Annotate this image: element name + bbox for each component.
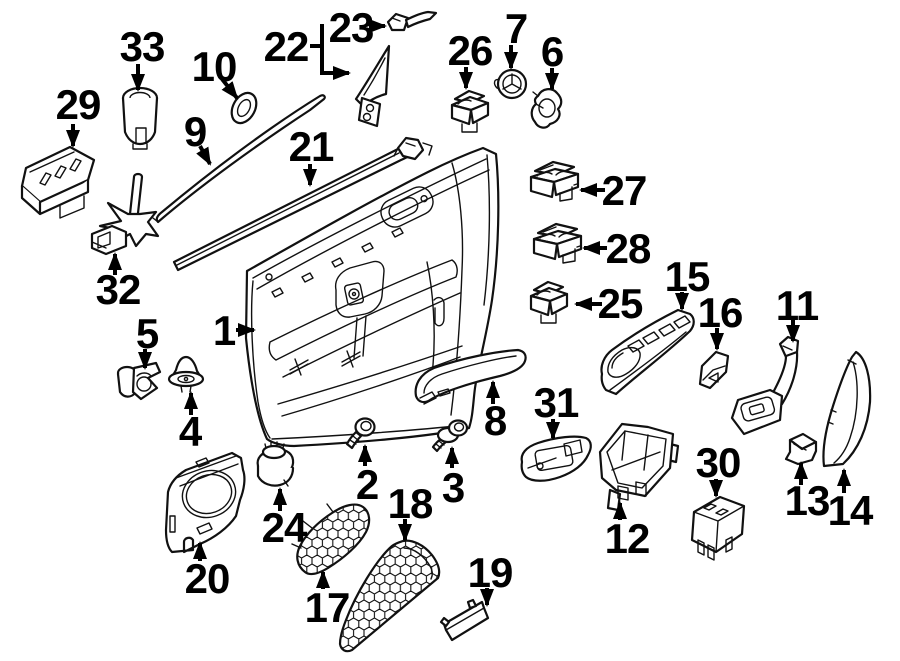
- part-label-16: 16: [698, 289, 743, 336]
- part-24-mirror-adjust-switch: [256, 441, 295, 487]
- part-label-14: 14: [828, 487, 874, 534]
- part-label-5: 5: [136, 310, 159, 357]
- part-21-belt-molding-strip: [172, 136, 433, 272]
- part-label-23: 23: [329, 4, 374, 51]
- part-label-1: 1: [213, 307, 236, 354]
- part-label-7: 7: [505, 5, 527, 52]
- part-15-window-switch-bezel: [600, 308, 695, 396]
- part-label-33: 33: [120, 23, 165, 70]
- part-label-11: 11: [776, 282, 819, 329]
- part-3-screw-with-washer: [431, 419, 469, 453]
- part-label-28: 28: [606, 225, 651, 272]
- part-22-tweeter-sail-panel: [354, 44, 391, 128]
- part-label-8: 8: [484, 397, 507, 444]
- part-20-speaker-bracket: [164, 451, 246, 554]
- part-25-window-switch-single: [529, 280, 569, 325]
- leader-arrow-9: [196, 145, 212, 166]
- part-5-grommet-clip: [116, 361, 162, 401]
- part-label-24: 24: [262, 504, 308, 551]
- part-label-22: 22: [264, 23, 309, 70]
- part-label-2: 2: [356, 461, 378, 508]
- part-label-3: 3: [442, 464, 464, 511]
- part-30-switch-module: [690, 495, 746, 561]
- part-4-push-pin-clip: [167, 355, 205, 393]
- part-26-window-switch-single: [450, 89, 490, 134]
- part-23-pin-fastener: [386, 10, 438, 32]
- part-18-speaker-grille-triangular: [338, 539, 441, 653]
- part-label-12: 12: [605, 515, 650, 562]
- part-29-courtesy-lamp: [20, 145, 96, 219]
- part-label-20: 20: [185, 555, 230, 602]
- part-label-17: 17: [305, 584, 350, 631]
- part-32-lock-knob: [90, 172, 160, 256]
- part-10-grommet-ring: [230, 91, 258, 125]
- part-label-30: 30: [696, 439, 741, 486]
- part-19-trim-blanking-plate: [439, 598, 490, 642]
- part-label-13: 13: [785, 477, 830, 524]
- part-label-15: 15: [665, 253, 710, 300]
- part-label-18: 18: [388, 480, 433, 527]
- part-label-6: 6: [541, 28, 563, 75]
- part-14-pull-handle-trim: [822, 350, 872, 468]
- part-27-window-switch-double: [529, 160, 580, 203]
- part-31-handle-carrier: [520, 435, 592, 482]
- part-28-window-switch-double: [532, 222, 583, 265]
- part-17-speaker-grille-small: [291, 503, 371, 576]
- part-9-upper-trim-strip: [152, 94, 326, 224]
- part-16-corner-trim-plate: [698, 350, 730, 390]
- part-label-9: 9: [184, 108, 206, 155]
- part-label-19: 19: [468, 549, 513, 596]
- leader-line-22: [320, 46, 351, 80]
- part-label-21: 21: [289, 123, 334, 170]
- part-label-31: 31: [534, 379, 579, 426]
- part-label-26: 26: [448, 27, 493, 74]
- part-13-clip: [784, 432, 818, 466]
- part-8-armrest-pad: [414, 348, 527, 405]
- leader-line-22: [310, 24, 324, 48]
- part-11-pull-handle-bracket: [730, 335, 800, 436]
- part-2-screw: [345, 417, 376, 450]
- part-label-29: 29: [56, 81, 101, 128]
- part-12-storage-tray: [598, 422, 680, 512]
- part-label-25: 25: [598, 280, 643, 327]
- part-label-4: 4: [179, 408, 203, 455]
- part-6-retainer-clip: [530, 88, 563, 129]
- part-label-27: 27: [602, 167, 647, 214]
- part-label-32: 32: [96, 266, 141, 313]
- part-label-10: 10: [192, 43, 237, 90]
- part-7-thumbwheel-switch: [493, 68, 528, 100]
- leader-arrow-10: [220, 77, 239, 100]
- part-1-door-trim-panel: [244, 146, 500, 448]
- part-33-retainer-grommet: [121, 86, 159, 150]
